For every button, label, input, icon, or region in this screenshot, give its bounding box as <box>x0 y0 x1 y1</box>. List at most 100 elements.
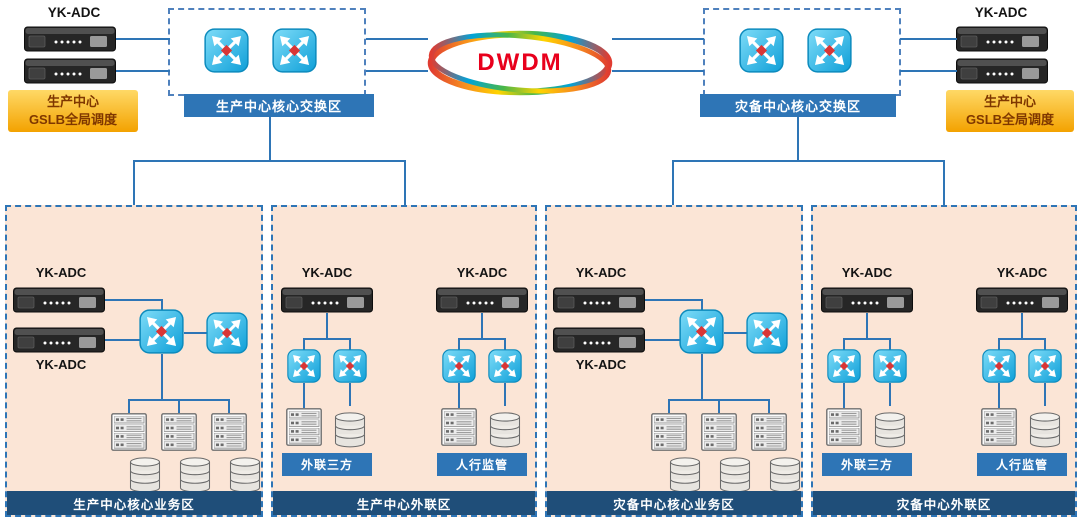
switch-icon <box>1028 349 1062 383</box>
server-icon <box>956 58 1048 84</box>
connector-line <box>718 399 720 413</box>
disk-stack-icon <box>227 451 263 493</box>
connector-line <box>612 70 704 72</box>
connector-line <box>458 338 506 340</box>
gslb-line2: GSLB全局调度 <box>28 112 118 127</box>
connector-line <box>303 338 351 340</box>
connector-line <box>133 160 406 162</box>
connector-line <box>404 160 406 205</box>
switch-icon <box>287 349 321 383</box>
panel-footer: 生产中心外联区 <box>273 491 535 515</box>
connector-line <box>105 299 162 301</box>
connector-line <box>612 38 704 40</box>
switch-icon <box>982 349 1016 383</box>
switch-icon <box>333 349 367 383</box>
gslb-label-right: 生产中心 GSLB全局调度 <box>946 90 1074 132</box>
switch-icon <box>442 349 476 383</box>
dwdm-ring-icon <box>427 30 613 96</box>
production-core-switch-box <box>168 8 366 96</box>
dr-core-switch-box <box>703 8 901 96</box>
connector-line <box>998 338 1000 350</box>
connector-line <box>900 70 957 72</box>
server-icon <box>13 327 105 353</box>
connector-line <box>998 338 1046 340</box>
connector-line <box>843 338 891 340</box>
connector-line <box>504 383 506 406</box>
dwdm-label: DWDM <box>477 49 563 76</box>
connector-line <box>303 383 305 408</box>
connector-line <box>228 399 230 413</box>
panel-dr-external: YK-ADC 外联三方 YK-ADC 人行监管 灾备中心外联区 <box>811 205 1077 517</box>
server-icon <box>281 287 373 313</box>
server-icon <box>976 287 1068 313</box>
tag-external-third-party: 外联三方 <box>282 453 372 476</box>
zone-label-dr-core: 灾备中心核心交换区 <box>700 94 896 117</box>
connector-line <box>128 399 130 413</box>
gslb-line1: 生产中心 <box>983 93 1036 109</box>
connector-line <box>668 399 670 413</box>
connector-line <box>1021 313 1023 339</box>
connector-line <box>161 299 163 311</box>
switch-icon <box>139 309 184 354</box>
connector-line <box>701 354 703 400</box>
connector-line <box>843 338 845 350</box>
switch-icon <box>679 309 724 354</box>
connector-line <box>998 383 1000 408</box>
connector-line <box>481 313 483 339</box>
server-icon <box>24 26 116 52</box>
switch-icon <box>746 312 788 354</box>
connector-line <box>672 160 945 162</box>
switch-icon <box>807 28 852 73</box>
switch-icon <box>272 28 317 73</box>
rack-icon <box>701 413 737 451</box>
connector-line <box>797 117 799 162</box>
connector-line <box>458 338 460 350</box>
panel-footer: 生产中心核心业务区 <box>7 491 261 515</box>
rack-icon <box>441 408 477 446</box>
connector-line <box>672 160 674 205</box>
ykadc-label: YK-ADC <box>996 265 1048 280</box>
connector-line <box>105 339 141 341</box>
ykadc-label: YK-ADC <box>841 265 893 280</box>
connector-line <box>133 160 135 205</box>
connector-line <box>161 354 163 400</box>
ykadc-label: YK-ADC <box>35 265 87 280</box>
ykadc-label: YK-ADC <box>456 265 508 280</box>
connector-line <box>458 383 460 408</box>
connector-line <box>1044 338 1046 350</box>
rack-icon <box>981 408 1017 446</box>
server-icon <box>821 287 913 313</box>
rack-icon <box>751 413 787 451</box>
connector-line <box>645 299 702 301</box>
connector-line <box>349 383 351 406</box>
panel-footer: 灾备中心核心业务区 <box>547 491 801 515</box>
ykadc-label: YK-ADC <box>35 357 87 372</box>
connector-line <box>116 38 170 40</box>
connector-line <box>889 338 891 350</box>
connector-line <box>366 70 428 72</box>
tag-pboc-supervision: 人行监管 <box>977 453 1067 476</box>
disk-stack-icon <box>767 451 803 493</box>
tag-external-third-party: 外联三方 <box>822 453 912 476</box>
switch-icon <box>488 349 522 383</box>
disk-stack-icon <box>487 406 523 448</box>
ykadc-label: YK-ADC <box>575 357 627 372</box>
switch-icon <box>204 28 249 73</box>
disk-stack-icon <box>332 406 368 448</box>
server-icon <box>24 58 116 84</box>
ykadc-label: YK-ADC <box>47 5 101 20</box>
panel-dr-core: YK-ADC YK-ADC 灾备中心核心业务区 <box>545 205 803 517</box>
disk-stack-icon <box>667 451 703 493</box>
connector-line <box>303 338 305 350</box>
rack-icon <box>826 408 862 446</box>
connector-line <box>843 383 845 408</box>
ykadc-label: YK-ADC <box>575 265 627 280</box>
panel-footer: 灾备中心外联区 <box>813 491 1075 515</box>
rack-icon <box>161 413 197 451</box>
server-icon <box>436 287 528 313</box>
connector-line <box>724 332 748 334</box>
disk-stack-icon <box>717 451 753 493</box>
connector-line <box>943 160 945 205</box>
connector-line <box>504 338 506 350</box>
